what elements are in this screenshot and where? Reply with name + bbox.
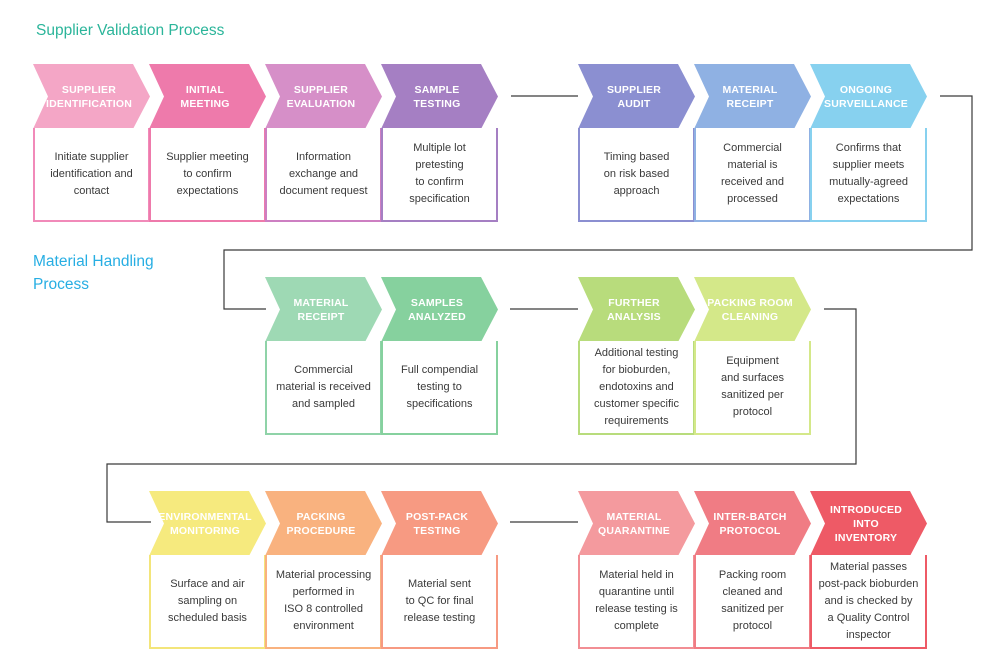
step-title: PACKING ROOM CLEANING (707, 296, 793, 323)
process-step: FURTHER ANALYSIS Additional testing for b… (578, 277, 695, 435)
step-description: Commercial material is received and proc… (694, 128, 811, 222)
step-chevron-shape (149, 64, 266, 129)
step-chevron-shape (381, 491, 498, 556)
step-title: ENVIRONMENTAL MONITORING (158, 510, 252, 537)
process-step: INTER-BATCH PROTOCOL Packing room cleaned… (694, 491, 811, 649)
step-chevron (265, 491, 382, 556)
step-chevron-shape (694, 277, 811, 342)
step-description: Full compendial testing to specification… (381, 341, 498, 435)
step-chevron-shape (381, 277, 498, 342)
step-title: INTRODUCED INTO INVENTORY (830, 503, 902, 544)
process-step: PACKING PROCEDURE Material processing per… (265, 491, 382, 649)
step-description: Information exchange and document reques… (265, 128, 382, 222)
step-chevron-shape (265, 64, 382, 129)
step-title: MATERIAL RECEIPT (293, 296, 349, 323)
process-step: ONGOING SURVEILLANCE Confirms that suppli… (810, 64, 927, 222)
process-step: MATERIAL QUARANTINE Material held in quar… (578, 491, 695, 649)
connector-row1-to-row2 (223, 95, 973, 310)
step-title: MATERIAL RECEIPT (722, 83, 778, 110)
step-title: SUPPLIER EVALUATION (286, 83, 356, 110)
step-chevron (694, 491, 811, 556)
step-title: PACKING PROCEDURE (286, 510, 356, 537)
step-title: ONGOING SURVEILLANCE (824, 83, 908, 110)
connector-row2-to-row3 (106, 308, 857, 523)
step-chevron-shape (810, 491, 927, 556)
step-chevron-shape (265, 491, 382, 556)
step-chevron-shape (578, 491, 695, 556)
step-chevron (381, 64, 498, 129)
material-handling-title: Material Handling Process (33, 253, 154, 293)
step-chevron (578, 491, 695, 556)
process-step: ENVIRONMENTAL MONITORING Surface and air … (149, 491, 266, 649)
step-description: Supplier meeting to confirm expectations (149, 128, 266, 222)
process-step: SAMPLES ANALYZED Full compendial testing … (381, 277, 498, 435)
step-description: Equipment and surfaces sanitized per pro… (694, 341, 811, 435)
step-title: INTER-BATCH PROTOCOL (713, 510, 787, 537)
process-step: MATERIAL RECEIPT Commercial material is r… (265, 277, 382, 435)
step-title: SAMPLE TESTING (413, 83, 461, 110)
step-description: Material processing performed in ISO 8 c… (265, 555, 382, 649)
step-chevron (265, 64, 382, 129)
step-chevron (149, 64, 266, 129)
step-title: INITIAL MEETING (180, 83, 230, 110)
process-step: INTRODUCED INTO INVENTORY Material passes… (810, 491, 927, 649)
step-chevron-shape (149, 491, 266, 556)
step-title: SUPPLIER AUDIT (606, 83, 662, 110)
step-chevron (265, 277, 382, 342)
process-step: SUPPLIER EVALUATION Information exchange … (265, 64, 382, 222)
step-chevron-shape (810, 64, 927, 129)
step-chevron (578, 277, 695, 342)
supplier-validation-title: Supplier Validation Process (36, 22, 225, 39)
step-description: Multiple lot pretesting to confirm speci… (381, 128, 498, 222)
step-description: Surface and air sampling on scheduled ba… (149, 555, 266, 649)
step-chevron (33, 64, 150, 129)
step-description: Additional testing for bioburden, endoto… (578, 341, 695, 435)
step-description: Timing based on risk based approach (578, 128, 695, 222)
step-chevron-shape (694, 491, 811, 556)
process-step: PACKING ROOM CLEANING Equipment and surfa… (694, 277, 811, 435)
step-chevron (810, 491, 927, 556)
step-description: Commercial material is received and samp… (265, 341, 382, 435)
process-step: SUPPLIER AUDIT Timing based on risk based… (578, 64, 695, 222)
process-step: INITIAL MEETING Supplier meeting to confi… (149, 64, 266, 222)
process-step: MATERIAL RECEIPT Commercial material is r… (694, 64, 811, 222)
step-chevron (381, 491, 498, 556)
step-description: Material held in quarantine until releas… (578, 555, 695, 649)
step-title: SAMPLES ANALYZED (408, 296, 466, 323)
step-description: Material passes post-pack bioburden and … (810, 555, 927, 649)
step-title: FURTHER ANALYSIS (607, 296, 661, 323)
process-step: SAMPLE TESTING Multiple lot pretesting to… (381, 64, 498, 222)
step-title: POST-PACK TESTING (405, 510, 469, 537)
step-chevron (381, 277, 498, 342)
step-chevron-shape (33, 64, 150, 129)
step-chevron-shape (694, 64, 811, 129)
process-step: SUPPLIER IDENTIFICATION Initiate supplier… (33, 64, 150, 222)
step-title: MATERIAL QUARANTINE (598, 510, 670, 537)
step-chevron (149, 491, 266, 556)
step-chevron-shape (578, 64, 695, 129)
step-chevron-shape (265, 277, 382, 342)
step-description: Material sent to QC for final release te… (381, 555, 498, 649)
step-chevron (694, 64, 811, 129)
step-title: SUPPLIER IDENTIFICATION (45, 83, 132, 110)
step-chevron-shape (578, 277, 695, 342)
step-chevron (578, 64, 695, 129)
step-description: Packing room cleaned and sanitized per p… (694, 555, 811, 649)
process-step: POST-PACK TESTING Material sent to QC for… (381, 491, 498, 649)
step-chevron (810, 64, 927, 129)
step-description: Initiate supplier identification and con… (33, 128, 150, 222)
step-chevron-shape (381, 64, 498, 129)
step-chevron (694, 277, 811, 342)
step-description: Confirms that supplier meets mutually-ag… (810, 128, 927, 222)
